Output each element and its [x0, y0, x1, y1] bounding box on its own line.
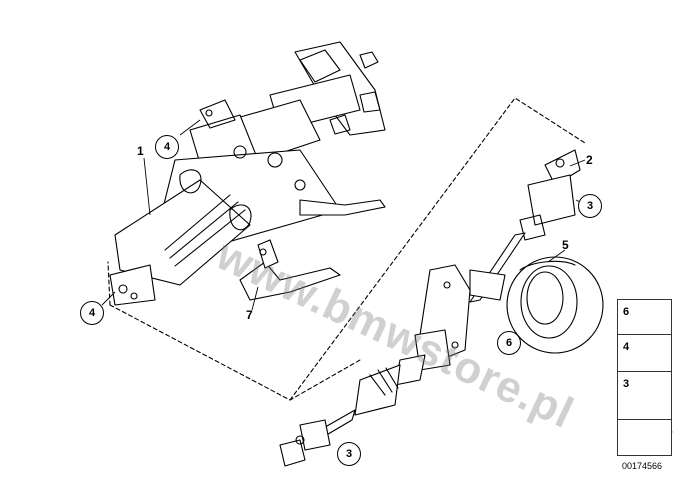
legend-row-3: 3	[618, 372, 671, 420]
legend-row-4: 4	[618, 335, 671, 372]
lower-steering-shaft	[279, 264, 506, 467]
part-label-2: 2	[586, 153, 593, 167]
document-number: 00174566	[622, 461, 663, 471]
legend-row-6-number: 6	[623, 306, 630, 318]
part-label-5: 5	[562, 238, 569, 252]
callout-6: 6	[497, 331, 521, 355]
leader-2	[569, 159, 586, 167]
legend-row-3-number: 3	[623, 378, 630, 390]
callout-3-right: 3	[578, 194, 602, 218]
part-label-1: 1	[137, 144, 144, 158]
leader-1	[143, 157, 151, 216]
legend-row-6: 6	[618, 300, 671, 335]
callout-4-top: 4	[155, 135, 179, 159]
part-label-7: 7	[246, 308, 253, 322]
leader-5	[547, 249, 566, 263]
fastener-legend: 6 4 3	[617, 299, 672, 456]
assembly-dash-line-3	[289, 97, 586, 401]
leader-7	[251, 286, 259, 311]
leader-4-left	[101, 291, 116, 306]
callout-3-bottom: 3	[337, 442, 361, 466]
legend-row-4-number: 4	[623, 341, 630, 353]
lever-part-7	[239, 239, 341, 301]
callout-4-left: 4	[80, 301, 104, 325]
steering-column-upper	[109, 41, 386, 306]
leader-4-top	[179, 119, 201, 136]
rubber-boot-part-5	[506, 256, 604, 354]
